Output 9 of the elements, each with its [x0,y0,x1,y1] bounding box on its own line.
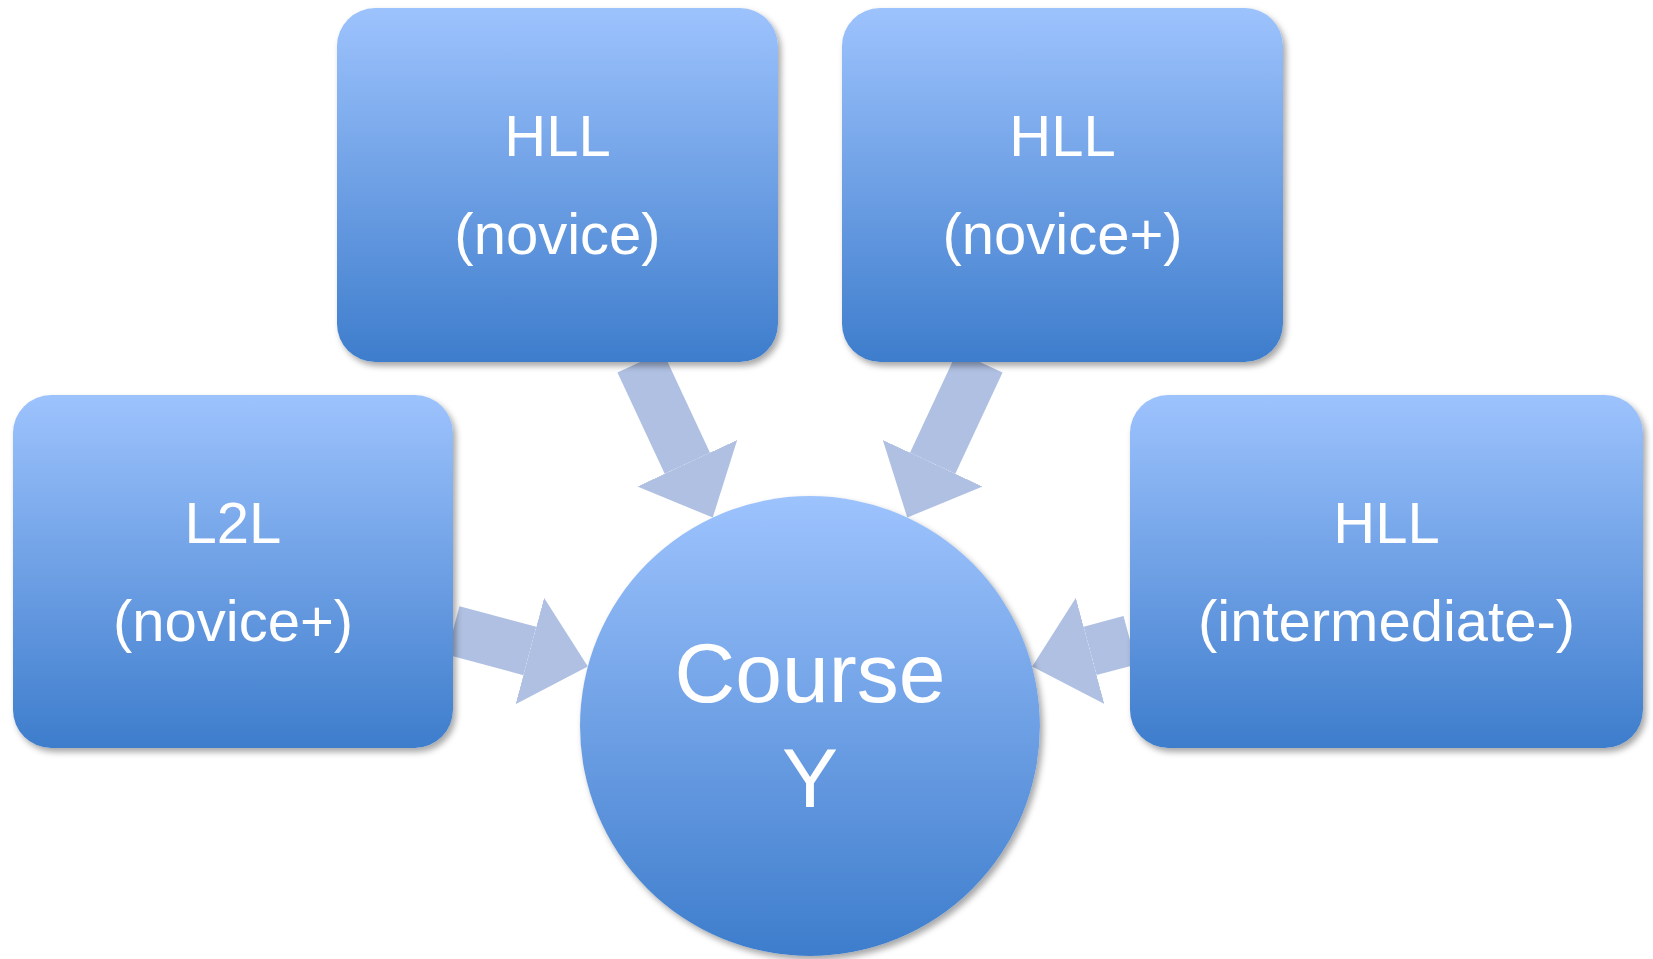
level-box [842,8,1283,362]
box-heading: HLL [504,107,611,165]
box-heading: HLL [1009,107,1116,165]
box-heading: HLL [1333,493,1440,552]
circle-label: Course Y [673,625,947,827]
level-box [13,395,453,748]
box-heading: L2L [184,493,282,552]
level-box [1130,395,1643,748]
level-box [337,8,778,362]
